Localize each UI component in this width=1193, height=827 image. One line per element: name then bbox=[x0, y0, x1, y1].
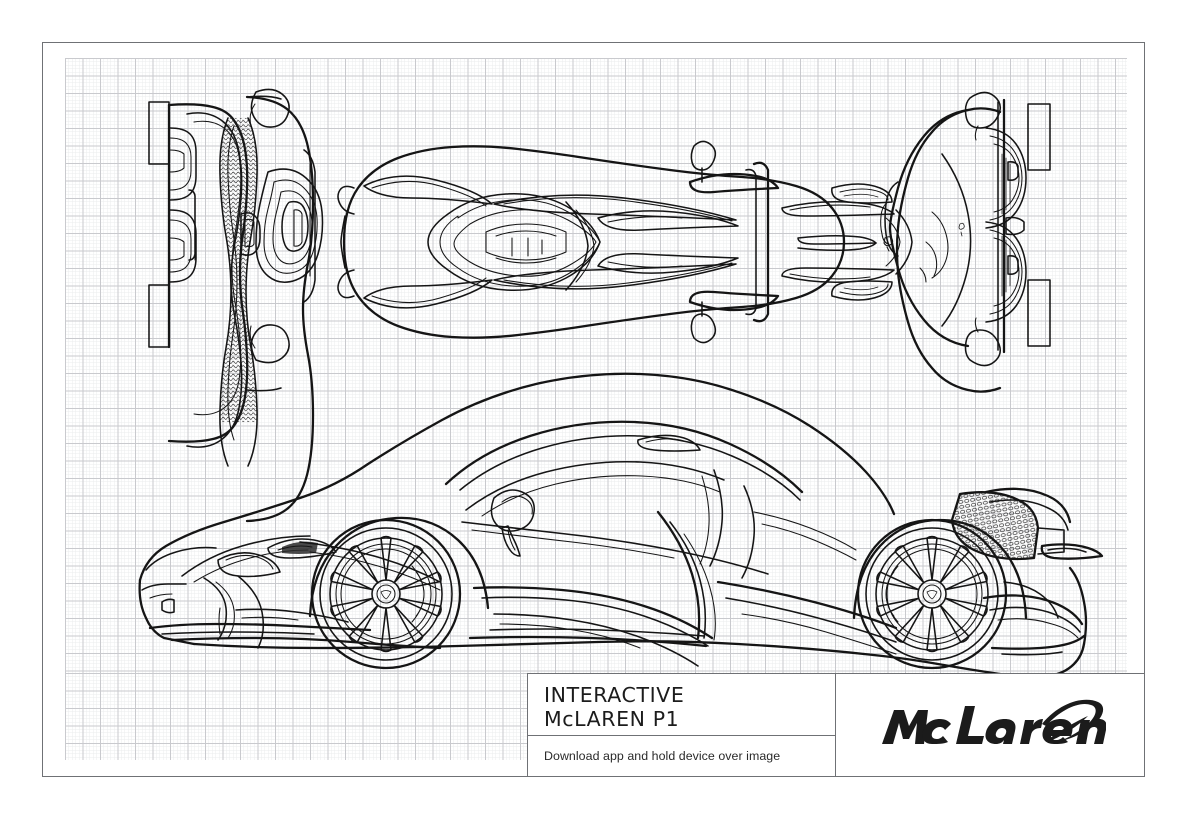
front-wheel bbox=[308, 516, 490, 670]
title-block: INTERACTIVE McLAREN P1 Download app and … bbox=[527, 673, 1145, 777]
graph-paper-lower bbox=[65, 673, 527, 760]
title-line-2: McLAREN P1 bbox=[544, 706, 680, 731]
side-view-group bbox=[138, 372, 1104, 678]
rear-view-group bbox=[880, 91, 1051, 393]
front-view-group bbox=[148, 88, 324, 523]
title-heading-group: INTERACTIVE McLAREN P1 bbox=[528, 674, 835, 736]
rear-wheel bbox=[852, 518, 1028, 670]
top-view-group bbox=[337, 140, 913, 344]
title-line-1: INTERACTIVE bbox=[544, 683, 685, 707]
title-caption: Download app and hold device over image bbox=[544, 749, 781, 763]
brand-column bbox=[836, 674, 1144, 776]
mclaren-logo bbox=[874, 694, 1106, 756]
blueprint-drawing-layer bbox=[42, 42, 1145, 777]
title-block-text-column: INTERACTIVE McLAREN P1 Download app and … bbox=[528, 674, 836, 776]
